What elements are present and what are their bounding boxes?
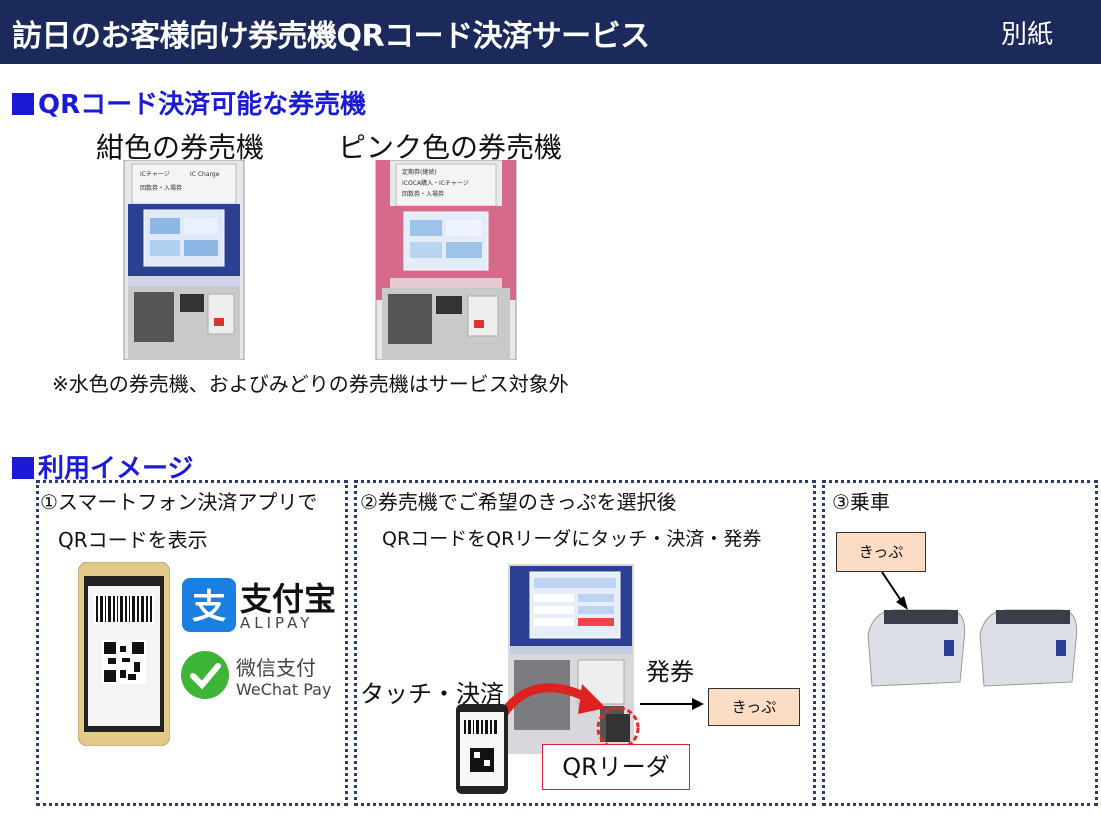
- pink-ticket-machine-image: 定期券(継続) ICOCA購入・ICチャージ 回数券・入場券: [372, 160, 520, 360]
- alipay-english-text: ALIPAY: [240, 614, 314, 632]
- section-heading-machines: QRコード決済可能な券売機: [12, 84, 366, 121]
- navy-machine-label: 紺色の券売機: [96, 131, 265, 164]
- section-heading-text: 利用イメージ: [38, 454, 194, 484]
- wechat-chinese-text: 微信支付: [236, 656, 316, 680]
- pink-machine-label: ピンク色の券売機: [338, 131, 563, 164]
- ticket-insert-arrow-icon: [880, 570, 910, 610]
- navy-screen-line-1: ICチャージ: [140, 171, 170, 178]
- attachment-badge: 別紙: [1000, 20, 1053, 50]
- exclusion-note: ※水色の券売機、およびみどりの券売機はサービス対象外: [52, 372, 569, 396]
- ticket-box-step2: きっぷ: [708, 688, 800, 726]
- header-bar: 訪日のお客様向け券売機QRコード決済サービス 別紙: [0, 0, 1101, 64]
- smartphone-qr-small-image: [456, 704, 508, 794]
- qr-reader-label: QRリーダ: [542, 744, 690, 790]
- pink-screen-line-2: ICOCA購入・ICチャージ: [402, 179, 469, 187]
- ticket-machine-closeup-image: [508, 564, 634, 754]
- ticket-gates-image: [862, 600, 1084, 692]
- step1-panel: [36, 480, 348, 806]
- step3-panel: [822, 480, 1098, 806]
- navy-screen-line-3: 回数券・入場券: [140, 184, 182, 192]
- svg-text:支: 支: [192, 587, 226, 627]
- square-bullet-icon: [12, 93, 34, 115]
- touch-arrow-icon: [490, 664, 610, 724]
- step3-label: ③乗車: [832, 490, 890, 514]
- smartphone-qr-image: [78, 562, 170, 746]
- alipay-chinese-text: 支付宝: [240, 580, 337, 618]
- section-heading-text: QRコード決済可能な券売機: [38, 90, 367, 120]
- pink-screen-line-1: 定期券(継続): [402, 168, 437, 176]
- navy-screen-line-2: IC Charge: [190, 171, 220, 178]
- wechat-pay-logo: [180, 650, 230, 700]
- alipay-logo: 支: [182, 578, 236, 632]
- step2-line1: ②券売機でご希望のきっぷを選択後: [360, 490, 677, 514]
- section-heading-usage: 利用イメージ: [12, 448, 193, 485]
- issue-arrow-icon: [640, 696, 704, 712]
- issue-label: 発券: [646, 658, 694, 686]
- wechat-english-text: WeChat Pay: [236, 680, 332, 699]
- square-bullet-icon: [12, 457, 34, 479]
- navy-ticket-machine-image: ICチャージ IC Charge 回数券・入場券: [120, 160, 248, 360]
- qr-reader-highlight: [596, 706, 640, 750]
- step1-line2: QRコードを表示: [58, 528, 208, 552]
- ticket-box-step3: きっぷ: [836, 532, 926, 572]
- step2-line2: QRコードをQRリーダにタッチ・決済・発券: [382, 528, 762, 550]
- pink-screen-line-3: 回数券・入場券: [402, 190, 444, 198]
- step1-line1: ①スマートフォン決済アプリで: [40, 490, 318, 514]
- touch-pay-label: タッチ・決済: [360, 680, 504, 708]
- page-title: 訪日のお客様向け券売機QRコード決済サービス: [12, 19, 650, 54]
- step2-panel: [354, 480, 816, 806]
